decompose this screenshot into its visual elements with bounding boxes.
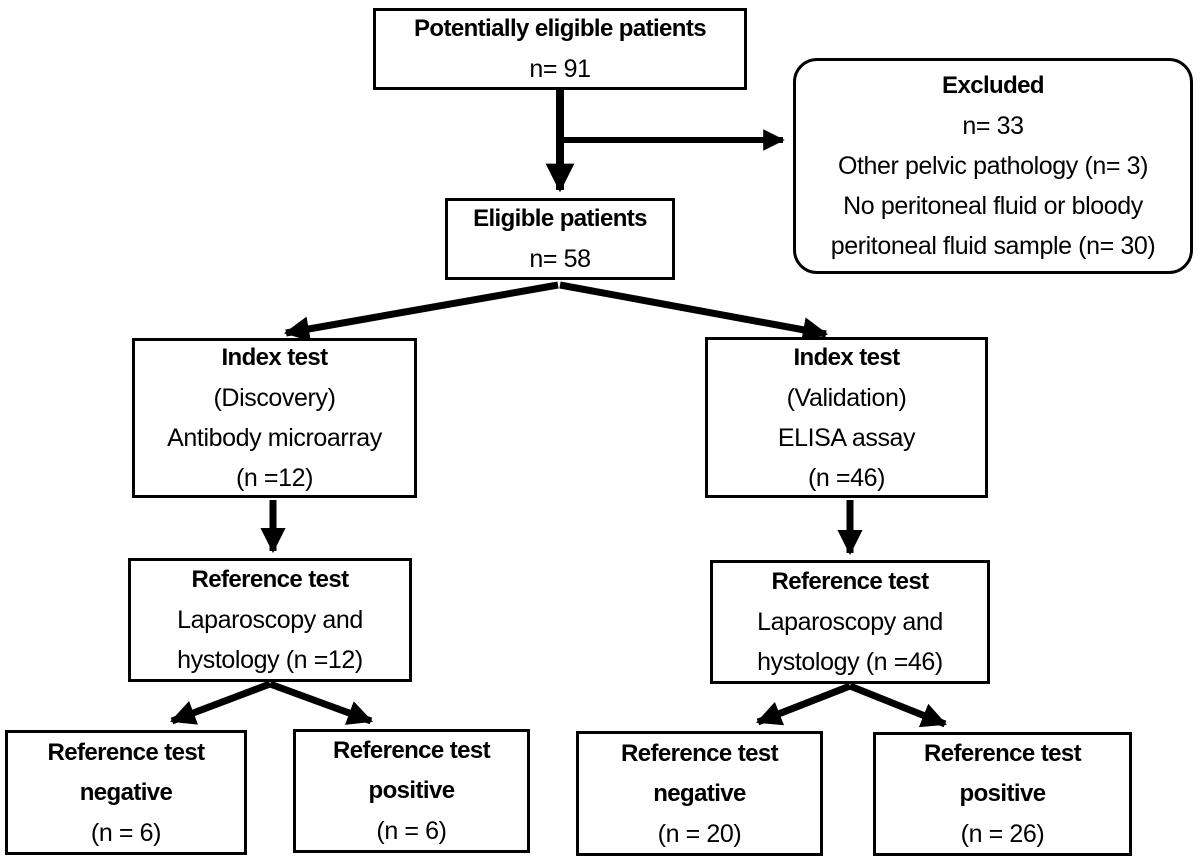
box-line: Laparoscopy and xyxy=(757,608,943,636)
box-index-test-validation: Index test (Validation) ELISA assay (n =… xyxy=(705,337,988,498)
box-count: (n =46) xyxy=(807,463,886,492)
arrow-eligible-to-index-validation xyxy=(559,281,829,343)
box-excluded: Excluded n= 33 Other pelvic pathology (n… xyxy=(793,58,1193,274)
box-subtitle: positive xyxy=(368,777,456,804)
box-eligible-patients: Eligible patients n= 58 xyxy=(445,198,675,280)
box-count: n= 33 xyxy=(962,112,1024,140)
box-line: Other pelvic pathology (n= 3) xyxy=(837,152,1149,180)
arrow-reference-to-negative-validation xyxy=(756,682,852,726)
box-line: (Discovery) xyxy=(213,384,336,412)
box-line: ELISA assay xyxy=(777,423,916,452)
box-reference-test-validation: Reference test Laparoscopy and hystology… xyxy=(710,560,990,684)
box-title: Excluded xyxy=(942,72,1045,99)
box-title: Reference test xyxy=(771,568,929,595)
box-title: Index test xyxy=(221,344,328,371)
box-title: Reference test xyxy=(47,738,205,766)
box-title: Reference test xyxy=(620,739,779,767)
box-reference-test-positive-discovery: Reference test positive (n = 6) xyxy=(293,729,530,853)
box-count: hystology (n =12) xyxy=(177,646,363,674)
arrow-reference-to-positive-validation xyxy=(848,682,947,728)
box-title: Potentially eligible patients xyxy=(414,15,707,42)
arrow-eligible-to-index-discovery xyxy=(283,281,559,342)
box-title: Eligible patients xyxy=(473,205,647,232)
box-reference-test-negative-validation: Reference test negative (n = 20) xyxy=(576,731,823,856)
box-potentially-eligible-patients: Potentially eligible patients n= 91 xyxy=(373,8,747,90)
arrow-reference-to-positive-discovery xyxy=(268,680,373,725)
box-line: (Validation) xyxy=(786,383,907,412)
box-subtitle: negative xyxy=(79,778,173,806)
box-reference-test-negative-discovery: Reference test negative (n = 6) xyxy=(5,730,247,855)
box-count: (n =12) xyxy=(235,464,314,492)
box-reference-test-positive-validation: Reference test positive (n = 26) xyxy=(873,732,1132,856)
box-count: (n = 26) xyxy=(960,820,1045,848)
box-line: peritoneal fluid sample (n= 30) xyxy=(830,232,1156,260)
box-subtitle: negative xyxy=(653,779,746,807)
box-title: Reference test xyxy=(923,740,1082,767)
box-line: Laparoscopy and xyxy=(177,606,363,634)
box-title: Reference test xyxy=(332,737,491,764)
box-subtitle: positive xyxy=(959,780,1047,807)
arrow-reference-to-negative-discovery xyxy=(170,680,272,725)
box-count: (n = 6) xyxy=(376,817,447,845)
box-count: n= 91 xyxy=(529,55,591,83)
box-index-test-discovery: Index test (Discovery) Antibody microarr… xyxy=(132,338,417,498)
box-title: Index test xyxy=(793,343,900,371)
box-count: (n = 20) xyxy=(657,819,742,848)
box-line: Antibody microarray xyxy=(167,424,382,452)
box-reference-test-discovery: Reference test Laparoscopy and hystology… xyxy=(128,558,412,682)
box-count: n= 58 xyxy=(529,245,591,273)
box-count: (n = 6) xyxy=(90,818,162,847)
box-count: hystology (n =46) xyxy=(757,648,943,676)
box-title: Reference test xyxy=(191,566,349,593)
box-line: No peritoneal fluid or bloody xyxy=(843,192,1143,220)
